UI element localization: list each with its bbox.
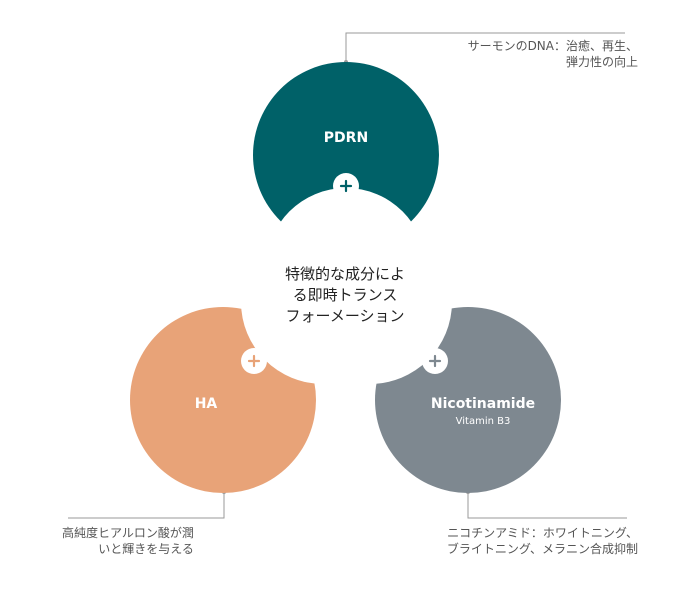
center-line: フォーメーション (285, 307, 405, 325)
nicotinamide-description: ニコチンアミド：ホワイトニング、 ブライトニング、メラニン合成抑制 (447, 525, 638, 557)
center-tagline: 特徴的な成分によ る即時トランス フォーメーション (250, 264, 440, 327)
center-line: 特徴的な成分によ (284, 265, 405, 283)
nicotinamide-title: Nicotinamide (431, 396, 535, 412)
center-line: る即時トランス (292, 286, 398, 304)
plus-badge-ha (241, 348, 267, 374)
description-line: サーモンのDNA：治癒、再生、 (467, 39, 638, 53)
pdrn-circle (253, 62, 439, 248)
plus-badge-nicotinamide (422, 348, 448, 374)
connector-ha (68, 492, 225, 519)
connector-pdrn (345, 32, 625, 62)
pdrn-title: PDRN (324, 130, 368, 146)
ha-description: 高純度ヒアルロン酸が潤 いと輝きを与える (62, 525, 194, 557)
description-line: いと輝きを与える (98, 542, 194, 556)
nicotinamide-subtitle: Vitamin B3 (456, 416, 511, 427)
description-line: 弾力性の向上 (565, 55, 638, 69)
plus-icon (247, 354, 261, 368)
ha-title: HA (195, 396, 218, 412)
plus-icon (339, 179, 353, 193)
connector-lines (68, 32, 627, 519)
plus-badge-pdrn (333, 173, 359, 199)
center-blob (241, 188, 452, 384)
description-line: ブライトニング、メラニン合成抑制 (446, 542, 638, 556)
pdrn-description: サーモンのDNA：治癒、再生、 弾力性の向上 (468, 38, 638, 70)
plus-icon (428, 354, 442, 368)
description-line: ニコチンアミド：ホワイトニング、 (447, 526, 638, 540)
description-line: 高純度ヒアルロン酸が潤 (62, 526, 194, 540)
connector-nicotinamide (467, 492, 627, 519)
